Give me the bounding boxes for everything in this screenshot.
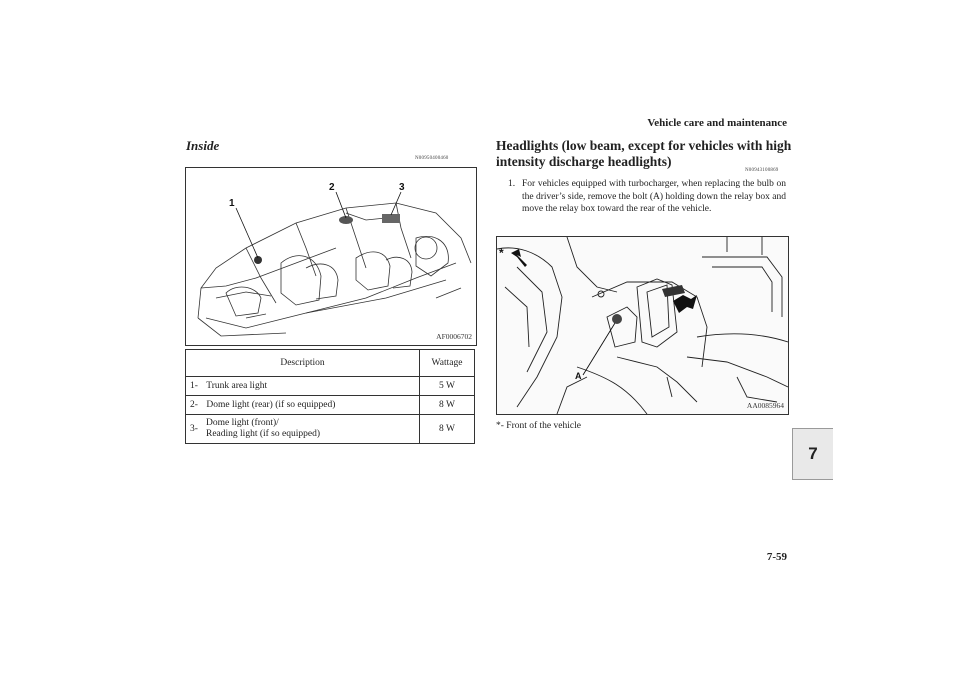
figure-code-label: AA0085964 (746, 401, 784, 410)
table-cell-wattage: 5 W (419, 376, 475, 396)
table-header-wattage: Wattage (419, 349, 475, 377)
interior-lights-figure: 1 2 3 AF0006702 (185, 167, 477, 346)
callout-1: 1 (229, 198, 235, 209)
table-header-description: Description (185, 349, 420, 377)
section-code: N00950400460 (415, 156, 449, 161)
row-description-line1: Dome light (front)/ (206, 418, 279, 428)
figure-footnote: *- Front of the vehicle (496, 421, 581, 431)
row-description: Trunk area light (206, 381, 268, 391)
section-heading-headlights: Headlights (low beam, except for vehicle… (496, 138, 792, 169)
section-heading-inside: Inside (186, 138, 220, 153)
instruction-step: 1. For vehicles equipped with turbocharg… (508, 178, 786, 216)
page-number: 7-59 (766, 551, 787, 563)
table-row: 1- Trunk area light 5 W (185, 376, 475, 396)
car-interior-illustration: 1 2 3 (197, 182, 472, 337)
section-code: N00943100869 (745, 168, 779, 173)
table-cell-description: 1- Trunk area light (185, 376, 420, 396)
relay-box-figure: * A AA0085964 (496, 236, 789, 415)
table-row: 3- Dome light (front)/ Reading light (if… (185, 414, 475, 444)
row-number: 1- (190, 381, 198, 391)
figure-code-label: AF0006702 (436, 332, 472, 341)
callout-3: 3 (399, 182, 405, 193)
row-description: Dome light (rear) (if so equipped) (206, 400, 336, 410)
table-cell-description: 2- Dome light (rear) (if so equipped) (185, 395, 420, 415)
chapter-tab: 7 (792, 428, 833, 480)
table-cell-wattage: 8 W (419, 414, 475, 444)
step-text: For vehicles equipped with turbocharger,… (522, 179, 786, 214)
table-cell-description: 3- Dome light (front)/ Reading light (if… (185, 414, 420, 444)
row-number: 3- (190, 424, 198, 434)
table-row: 2- Dome light (rear) (if so equipped) 8 … (185, 395, 475, 415)
engine-bay-illustration: * A (497, 237, 788, 414)
header-title: Vehicle care and maintenance (647, 117, 787, 129)
star-callout: * (499, 246, 504, 260)
table-header-row: Description Wattage (185, 349, 475, 377)
step-number: 1. (508, 179, 516, 189)
callout-2: 2 (329, 182, 335, 193)
row-number: 2- (190, 400, 198, 410)
table-cell-wattage: 8 W (419, 395, 475, 415)
callout-a: A (575, 371, 582, 381)
row-description-line2: Reading light (if so equipped) (206, 429, 320, 439)
bulb-wattage-table: Description Wattage 1- Trunk area light … (185, 349, 475, 444)
